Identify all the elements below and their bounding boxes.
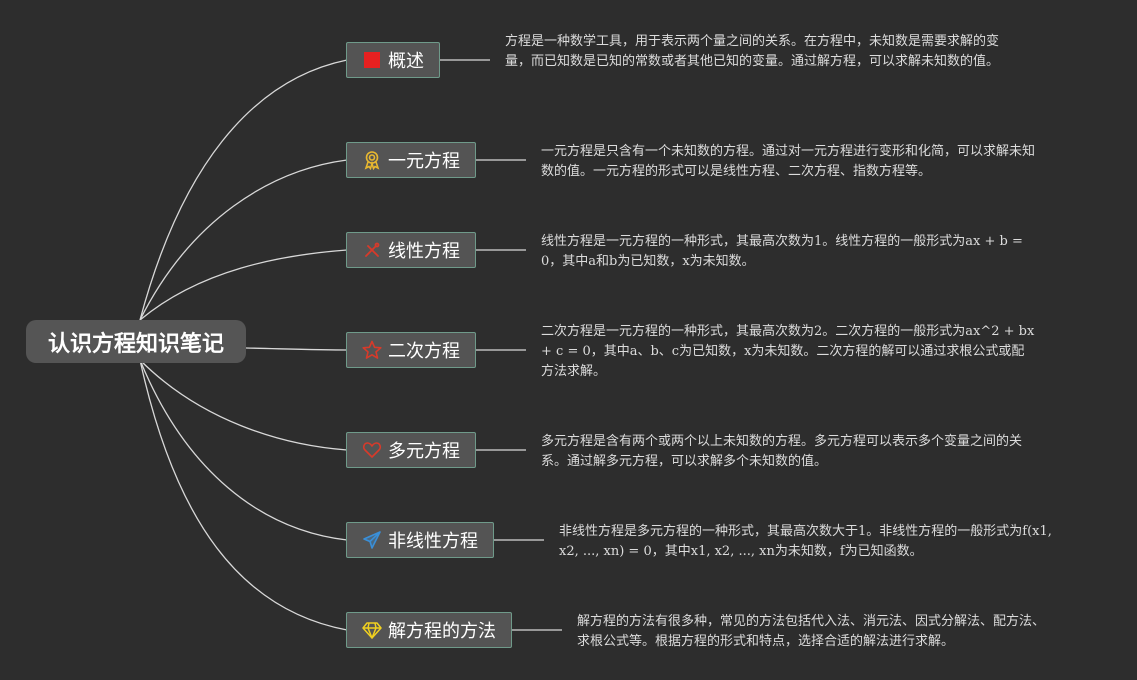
heart-outline-icon xyxy=(362,440,382,460)
branch-description: 多元方程是含有两个或两个以上未知数的方程。多元方程可以表示多个变量之间的关系。通… xyxy=(541,434,1023,469)
branch-label: 线性方程 xyxy=(388,241,460,262)
branch-label: 非线性方程 xyxy=(388,531,478,552)
branch-topic-multivariable[interactable]: 多元方程 xyxy=(346,432,476,468)
branch-label: 解方程的方法 xyxy=(388,621,496,642)
branch-label: 多元方程 xyxy=(388,441,460,462)
link-root-branch-2 xyxy=(139,249,348,321)
link-root-branch-0 xyxy=(139,59,348,321)
branch-description: 解方程的方法有很多种，常见的方法包括代入法、消元法、因式分解法、配方法、求根公式… xyxy=(577,614,1046,649)
link-root-branch-3 xyxy=(245,347,348,351)
award-medal-icon xyxy=(362,150,382,170)
link-root-branch-4 xyxy=(139,359,348,451)
branch-topic-solving-methods[interactable]: 解方程的方法 xyxy=(346,612,512,648)
diamond-gem-icon xyxy=(362,620,382,640)
branch-description: 线性方程是一元方程的一种形式，其最高次数为1。线性方程的一般形式为ax + b … xyxy=(541,234,1023,269)
branch-topic-quadratic[interactable]: 二次方程 xyxy=(346,332,476,368)
branch-label: 二次方程 xyxy=(388,341,460,362)
link-root-branch-1 xyxy=(139,159,348,321)
branch-description: 方程是一种数学工具，用于表示两个量之间的关系。在方程中，未知数是需要求解的变量，… xyxy=(505,34,1000,69)
branch-label: 一元方程 xyxy=(388,151,460,172)
link-root-branch-6 xyxy=(139,359,348,631)
root-topic[interactable]: 认识方程知识笔记 xyxy=(26,320,246,363)
branch-description: 一元方程是只含有一个未知数的方程。通过对一元方程进行变形和化简，可以求解未知数的… xyxy=(541,144,1036,179)
branch-label: 概述 xyxy=(388,51,424,72)
branch-topic-overview[interactable]: 概述 xyxy=(346,42,440,78)
branch-topic-linear[interactable]: 线性方程 xyxy=(346,232,476,268)
star-outline-icon xyxy=(362,340,382,360)
paper-plane-icon xyxy=(362,530,382,550)
branch-topic-one-variable[interactable]: 一元方程 xyxy=(346,142,476,178)
branch-topic-nonlinear[interactable]: 非线性方程 xyxy=(346,522,494,558)
branch-description: 二次方程是一元方程的一种形式，其最高次数为2。二次方程的一般形式为ax^2 + … xyxy=(541,324,1035,379)
link-root-branch-5 xyxy=(139,359,348,541)
red-square-icon xyxy=(362,50,382,70)
branch-description: 非线性方程是多元方程的一种形式，其最高次数大于1。非线性方程的一般形式为f(x1… xyxy=(559,524,1052,559)
crossed-tools-icon xyxy=(362,240,382,260)
